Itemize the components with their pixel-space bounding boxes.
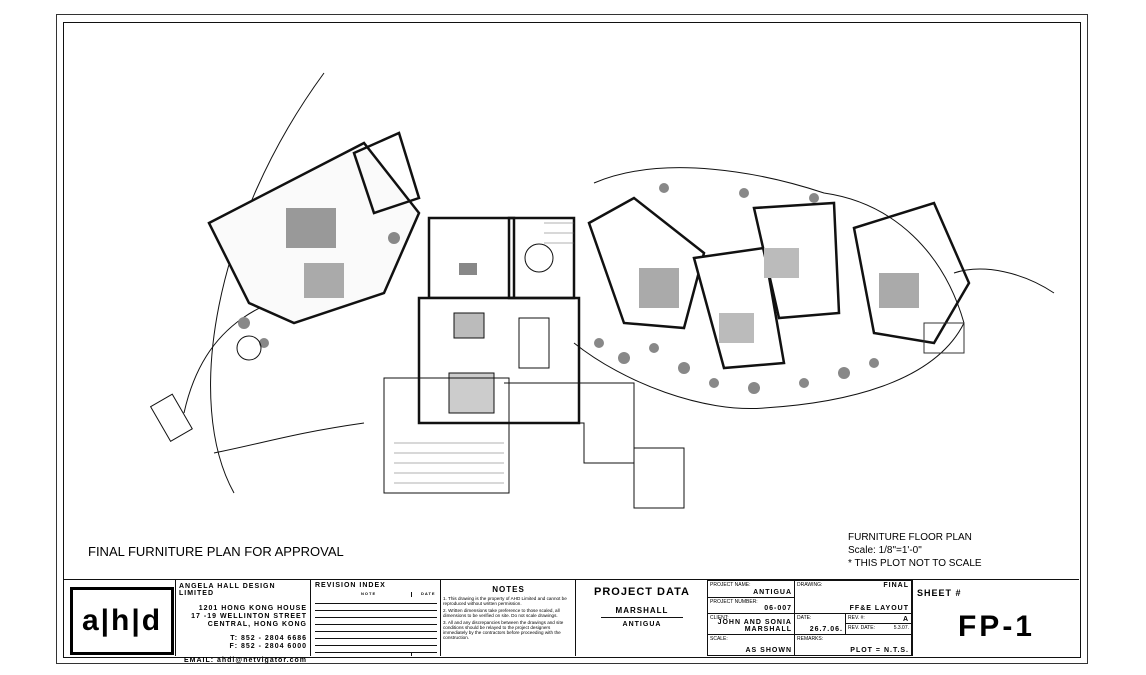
note-item: 2. Written dimensions take preference to… xyxy=(443,608,560,618)
main-house xyxy=(417,216,581,425)
fax: F: 852 - 2804 6000 xyxy=(229,643,307,650)
title-block-top-line xyxy=(63,579,1079,580)
notes-title: NOTES xyxy=(492,585,525,594)
sheet-outer-border xyxy=(56,14,1088,664)
address-line: 17 -19 WELLINTON STREET xyxy=(191,613,307,620)
address-line: 1201 HONG KONG HOUSE xyxy=(198,605,307,612)
address-line: CENTRAL, HONG KONG xyxy=(207,621,307,628)
plan-caption: FURNITURE FLOOR PLAN Scale: 1/8"=1'-0" *… xyxy=(848,531,982,570)
note-item: 1. This drawing is the property of AHD L… xyxy=(443,596,567,606)
landscape-planting xyxy=(238,183,879,394)
revision-col-date: DATE xyxy=(421,591,436,596)
sheet-number: FP-1 xyxy=(957,610,1035,643)
floor-plan-drawing xyxy=(149,72,1055,509)
project-data-title: PROJECT DATA xyxy=(594,586,690,598)
email: EMAIL: ahdl@netvigator.com xyxy=(183,657,307,664)
field-scale: SCALE:AS SHOWN xyxy=(707,634,795,656)
field-project-number: PROJECT NUMBER:06-007 xyxy=(707,597,795,614)
field-project-name: PROJECT NAME:ANTIGUA xyxy=(707,580,795,598)
revision-title: REVISION INDEX xyxy=(315,582,386,589)
project-data: PROJECT DATA MARSHALL ANTIGUA xyxy=(575,580,708,656)
company-name: ANGELA HALL DESIGN LIMITED xyxy=(179,583,276,597)
plan-title: FURNITURE FLOOR PLAN xyxy=(848,532,972,543)
revision-col-note: NOTE xyxy=(361,591,377,596)
notes-block: NOTES 1. This drawing is the property of… xyxy=(440,580,576,656)
project-name: MARSHALL xyxy=(601,606,683,618)
field-client: CLIENT:JOHN AND SONIA MARSHALL xyxy=(707,613,795,635)
deck xyxy=(633,447,685,509)
field-remarks: REMARKS:PLOT = N.T.S. xyxy=(794,634,912,656)
plan-scale-note: * THIS PLOT NOT TO SCALE xyxy=(848,558,982,569)
plan-scale: Scale: 1/8"=1'-0" xyxy=(848,545,922,556)
company-logo: a|h|d xyxy=(70,587,174,655)
revision-rows xyxy=(315,597,437,653)
project-location: ANTIGUA xyxy=(622,621,662,628)
site-curve xyxy=(210,72,325,494)
terrace xyxy=(383,377,510,494)
drawing-title: FINAL FURNITURE PLAN FOR APPROVAL xyxy=(88,544,344,559)
note-item: 3. All and any discrepancies between the… xyxy=(443,620,564,640)
sheet-number-block: SHEET # FP-1 xyxy=(912,580,1080,656)
sheet-inner-border xyxy=(63,22,1081,658)
revision-index: REVISION INDEX NOTE DATE xyxy=(310,580,441,656)
phone: T: 852 - 2804 6686 xyxy=(230,635,307,642)
sheet-label: SHEET # xyxy=(917,588,962,598)
field-date: DATE:26.7.06. xyxy=(794,613,846,635)
company-info: ANGELA HALL DESIGN LIMITED 1201 HONG KON… xyxy=(175,580,311,664)
